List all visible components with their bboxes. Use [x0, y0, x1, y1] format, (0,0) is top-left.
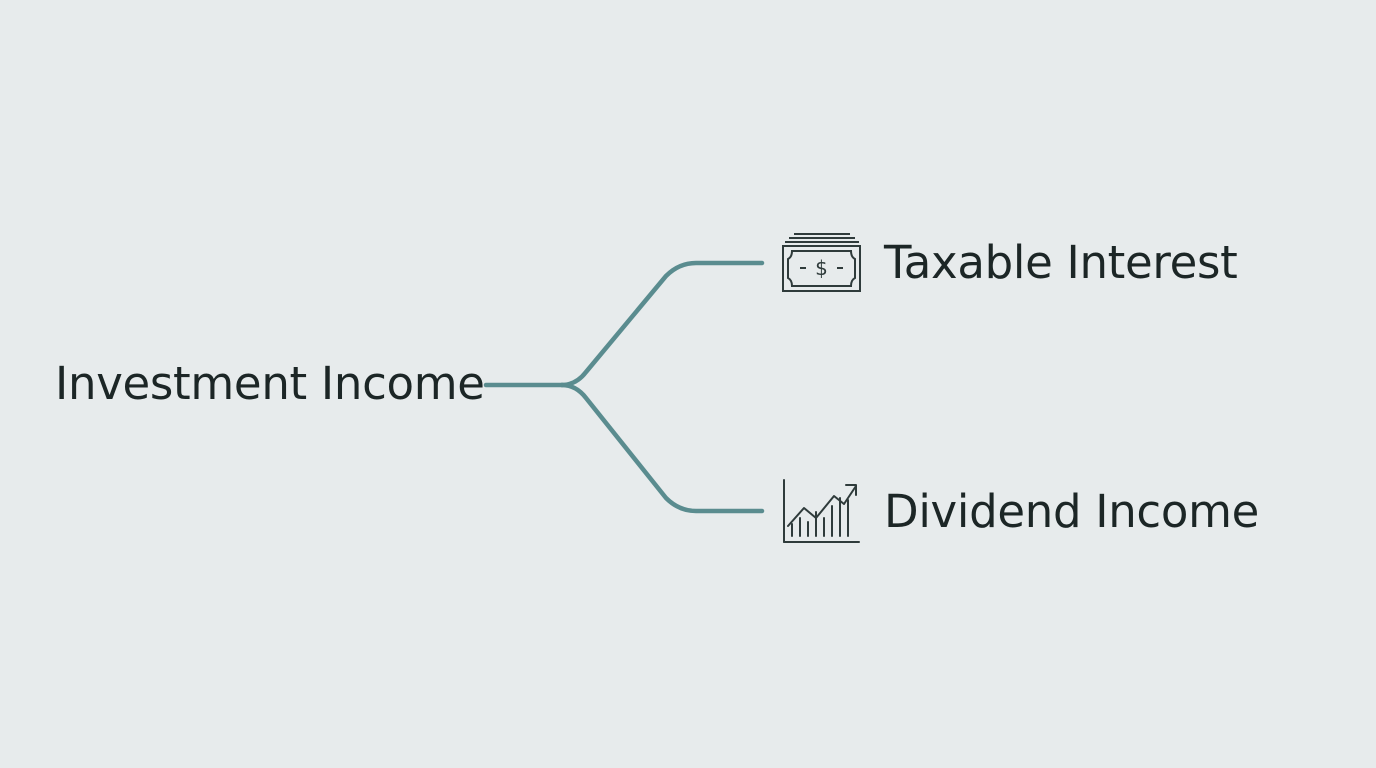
growth-chart-icon [783, 479, 860, 543]
branch-label-dividend-income: Dividend Income [884, 485, 1260, 538]
svg-text:$: $ [815, 256, 828, 280]
branch-label-taxable-interest: Taxable Interest [884, 236, 1238, 289]
connector-to-taxable-interest [559, 260, 765, 388]
cash-bill-icon: $ [782, 233, 861, 292]
connector-to-dividend-income [559, 382, 765, 514]
root-node-label: Investment Income [55, 357, 485, 410]
